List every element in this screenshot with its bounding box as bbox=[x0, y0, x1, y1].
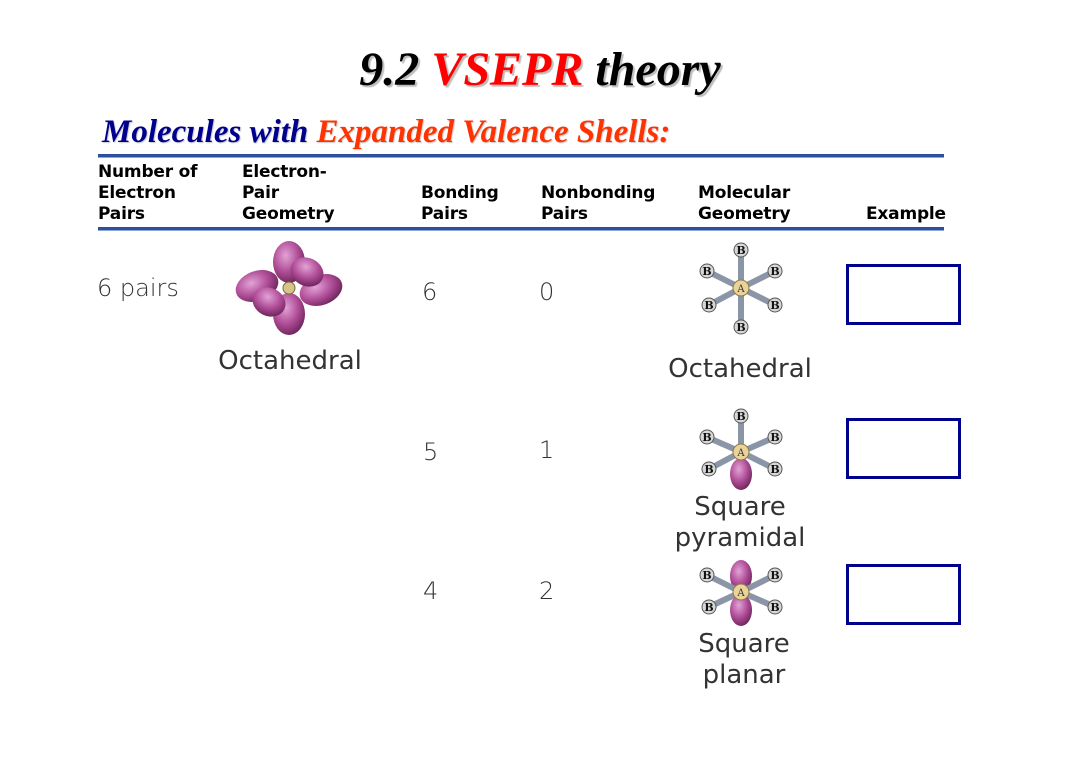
header-line: Electron- bbox=[242, 162, 327, 182]
geometry-line: Square bbox=[694, 492, 786, 522]
bonded-atom-label: B bbox=[702, 431, 711, 444]
header-line: Molecular bbox=[698, 183, 791, 203]
table-header-rule bbox=[98, 227, 944, 231]
bonded-atom-label: B bbox=[736, 244, 745, 257]
section-subtitle: Molecules with Expanded Valence Shells: bbox=[102, 110, 670, 154]
bonded-atom-label: B bbox=[770, 463, 779, 476]
header-bonding-pairs: Bonding Pairs bbox=[421, 183, 499, 225]
header-molecular-geometry: Molecular Geometry bbox=[698, 183, 791, 225]
central-atom-label: A bbox=[736, 588, 745, 599]
title-number: 9.2 bbox=[359, 43, 420, 96]
row2-molecular-geometry: Square pyramidal bbox=[660, 492, 820, 554]
header-line: Geometry bbox=[698, 204, 791, 224]
bonded-atom-label: B bbox=[704, 463, 713, 476]
row1-nonbonding-pairs: 0 bbox=[539, 278, 555, 306]
row3-bonding-pairs: 4 bbox=[423, 577, 439, 605]
bonded-atom-label: B bbox=[704, 299, 713, 312]
geometry-line: Octahedral bbox=[668, 354, 812, 384]
subtitle-part2: Expanded Valence Shells: bbox=[316, 114, 671, 150]
bonded-atom-label: B bbox=[702, 569, 711, 582]
bonded-atom-label: B bbox=[736, 410, 745, 423]
row2-example-box[interactable] bbox=[846, 418, 961, 479]
row3-nonbonding-pairs: 2 bbox=[539, 577, 555, 605]
square-pyramidal-molecule-icon: A B B B B B bbox=[699, 408, 783, 490]
octahedral-molecule-icon: A B B B B B B bbox=[699, 242, 783, 335]
header-pair-geometry: Electron- Pair Geometry bbox=[242, 162, 335, 225]
header-line: Number of bbox=[98, 162, 198, 182]
row3-molecular-geometry: Square planar bbox=[664, 629, 824, 691]
bonded-atom-label: B bbox=[770, 569, 779, 582]
subtitle-part1: Molecules with bbox=[102, 114, 309, 150]
geometry-line: planar bbox=[702, 660, 786, 690]
header-line: Pairs bbox=[98, 204, 145, 224]
header-example: Example bbox=[866, 204, 946, 224]
bonded-atom-label: B bbox=[770, 299, 779, 312]
square-planar-molecule-icon: A B B B B bbox=[699, 560, 783, 626]
bonded-atom-label: B bbox=[770, 431, 779, 444]
bonded-atom-label: B bbox=[770, 601, 779, 614]
row1-example-box[interactable] bbox=[846, 264, 961, 325]
row2-nonbonding-pairs: 1 bbox=[539, 436, 555, 464]
row1-molecular-geometry: Octahedral bbox=[660, 354, 820, 385]
bonded-atom-label: B bbox=[702, 265, 711, 278]
row3-example-box[interactable] bbox=[846, 564, 961, 625]
table-top-rule bbox=[98, 154, 944, 158]
electron-pair-count: 6 pairs bbox=[97, 274, 179, 302]
header-line: Bonding bbox=[421, 183, 499, 203]
row1-bonding-pairs: 6 bbox=[422, 278, 438, 306]
header-line: Electron bbox=[98, 183, 176, 203]
header-line: Pairs bbox=[421, 204, 468, 224]
title-rest: theory bbox=[595, 43, 721, 96]
electron-pair-geometry-label: Octahedral bbox=[218, 346, 362, 376]
header-nonbonding-pairs: Nonbonding Pairs bbox=[541, 183, 655, 225]
row2-bonding-pairs: 5 bbox=[423, 438, 439, 466]
page-title: 9.2 VSEPR theory bbox=[0, 40, 1080, 100]
central-atom-label: A bbox=[736, 448, 745, 459]
bonded-atom-label: B bbox=[736, 321, 745, 334]
header-electron-pairs: Number of Electron Pairs bbox=[98, 162, 198, 225]
octahedral-orbital-icon bbox=[235, 241, 343, 335]
bonded-atom-label: B bbox=[770, 265, 779, 278]
header-line: Pairs bbox=[541, 204, 588, 224]
title-highlight: VSEPR bbox=[431, 43, 584, 96]
geometry-line: Square bbox=[698, 629, 790, 659]
bonded-atom-label: B bbox=[704, 601, 713, 614]
header-line: Nonbonding bbox=[541, 183, 656, 203]
header-line: Pair bbox=[242, 183, 279, 203]
geometry-line: pyramidal bbox=[674, 523, 806, 553]
header-line: Geometry bbox=[242, 204, 335, 224]
central-atom-label: A bbox=[736, 284, 745, 295]
